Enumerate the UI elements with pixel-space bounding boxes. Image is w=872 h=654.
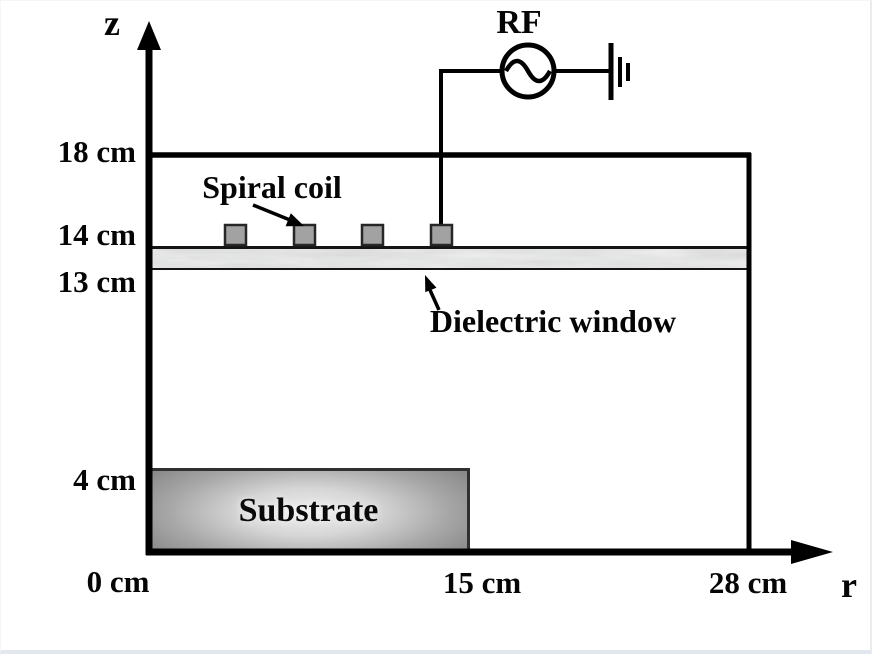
- rf-label: RF: [496, 4, 542, 41]
- spiral-coil-label: Spiral coil: [202, 169, 342, 205]
- z-tick-4cm: 4 cm: [73, 462, 136, 497]
- r-axis-label: r: [841, 565, 857, 605]
- z-axis-label: z: [104, 3, 120, 43]
- dielectric-window: [152, 246, 749, 270]
- r-tick-28cm: 28 cm: [708, 565, 788, 600]
- substrate: Substrate: [147, 468, 470, 553]
- rf-feed-wire: [439, 69, 502, 225]
- coil-turn: [292, 223, 317, 247]
- ground-icon: [608, 43, 630, 100]
- spiral-coil-arrow: [252, 203, 304, 227]
- z-tick-13cm: 13 cm: [57, 264, 136, 299]
- rf-source-icon: [499, 42, 557, 100]
- coil-turn: [429, 223, 454, 247]
- z-axis-arrowhead-icon: [137, 21, 161, 50]
- r-axis-arrowhead-icon: [791, 540, 833, 564]
- r-tick-15cm: 15 cm: [442, 565, 522, 600]
- z-tick-18cm: 18 cm: [57, 134, 136, 169]
- r-tick-0cm: 0 cm: [86, 564, 150, 599]
- marble-texture: [152, 249, 749, 268]
- coil-turn: [223, 223, 248, 247]
- dielectric-window-label: Dielectric window: [429, 303, 677, 339]
- substrate-label: Substrate: [238, 491, 379, 529]
- z-tick-14cm: 14 cm: [57, 217, 136, 252]
- spiral-coil-turns: [223, 223, 454, 247]
- coil-turn: [360, 223, 385, 247]
